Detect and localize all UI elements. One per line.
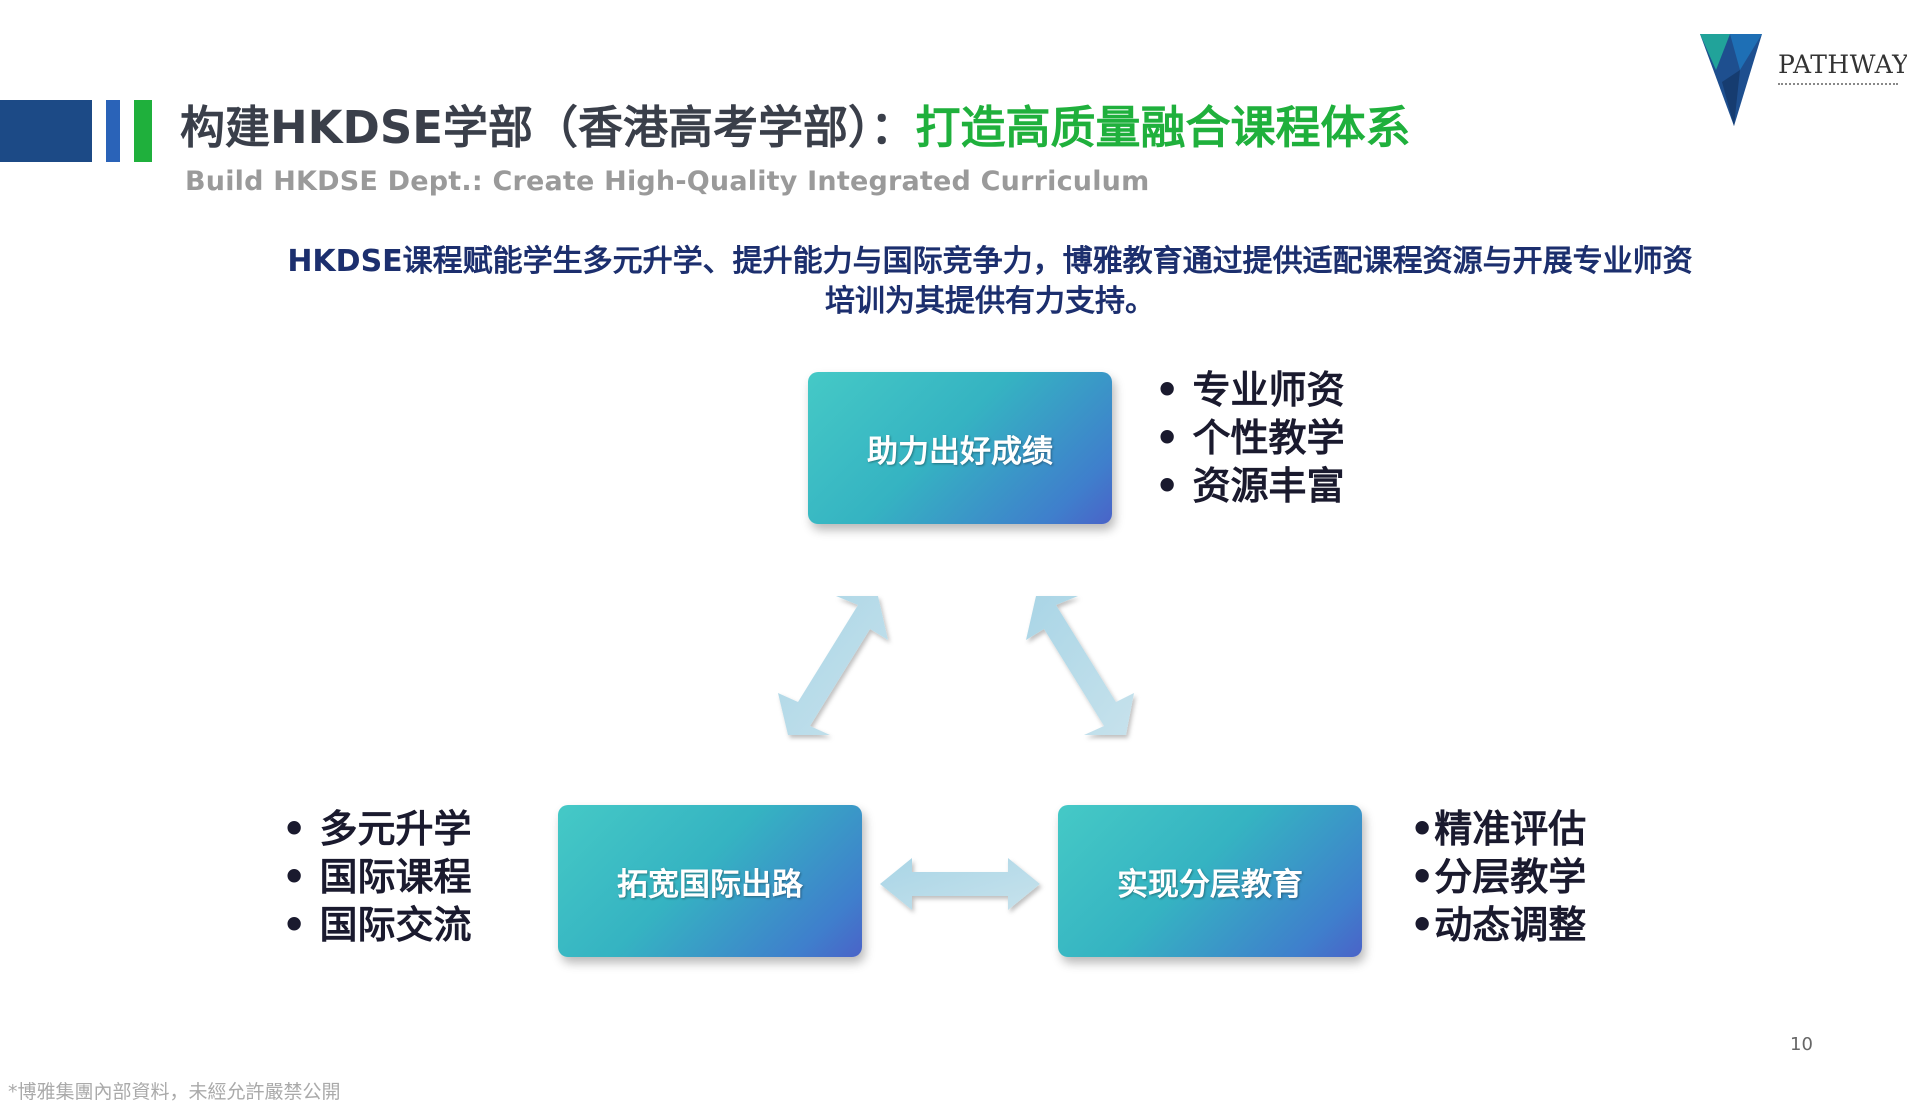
node-international-pathways: 拓宽国际出路	[558, 805, 862, 957]
list-left: • 多元升学 • 国际课程 • 国际交流	[282, 805, 472, 949]
footer-note: *博雅集團內部資料，未經允許嚴禁公開	[8, 1081, 341, 1103]
pathway-logo-icon	[1700, 34, 1762, 126]
node-tiered-education: 实现分层教育	[1058, 805, 1362, 957]
title-prefix: 构建HKDSE学部（香港高考学部）：	[180, 101, 916, 154]
list-item: • 个性教学	[1155, 416, 1345, 460]
page-number: 10	[1790, 1034, 1813, 1055]
page-title: 构建HKDSE学部（香港高考学部）：打造高质量融合课程体系	[180, 96, 1411, 160]
node-better-scores: 助力出好成绩	[808, 372, 1112, 524]
header-bar-green	[134, 100, 152, 162]
header-bar-blue	[106, 100, 120, 162]
list-item: • 国际课程	[282, 855, 472, 899]
list-item: • 资源丰富	[1155, 464, 1345, 508]
title-highlight: 打造高质量融合课程体系	[915, 101, 1411, 154]
list-item: •动态调整	[1410, 903, 1587, 947]
list-right: •精准评估 •分层教学 •动态调整	[1410, 805, 1586, 949]
intro-text: HKDSE课程赋能学生多元升学、提升能力与国际竞争力，博雅教育通过提供适配课程资…	[287, 244, 1693, 319]
arrow-top-left	[778, 596, 888, 735]
list-item: • 专业师资	[1155, 368, 1345, 412]
list-item: • 多元升学	[282, 807, 472, 851]
logo-tagline	[1778, 83, 1898, 89]
logo-text: PATHWAY	[1778, 50, 1907, 79]
list-item: •精准评估	[1410, 807, 1587, 851]
list-item: •分层教学	[1410, 855, 1587, 899]
arrow-top-right	[1026, 596, 1134, 735]
header-bar-navy	[0, 100, 92, 162]
list-item: • 国际交流	[282, 903, 472, 947]
list-top: • 专业师资 • 个性教学 • 资源丰富	[1155, 366, 1345, 510]
page-subtitle: Build HKDSE Dept.: Create High-Quality I…	[185, 166, 1150, 197]
arrow-bottom	[880, 858, 1040, 910]
